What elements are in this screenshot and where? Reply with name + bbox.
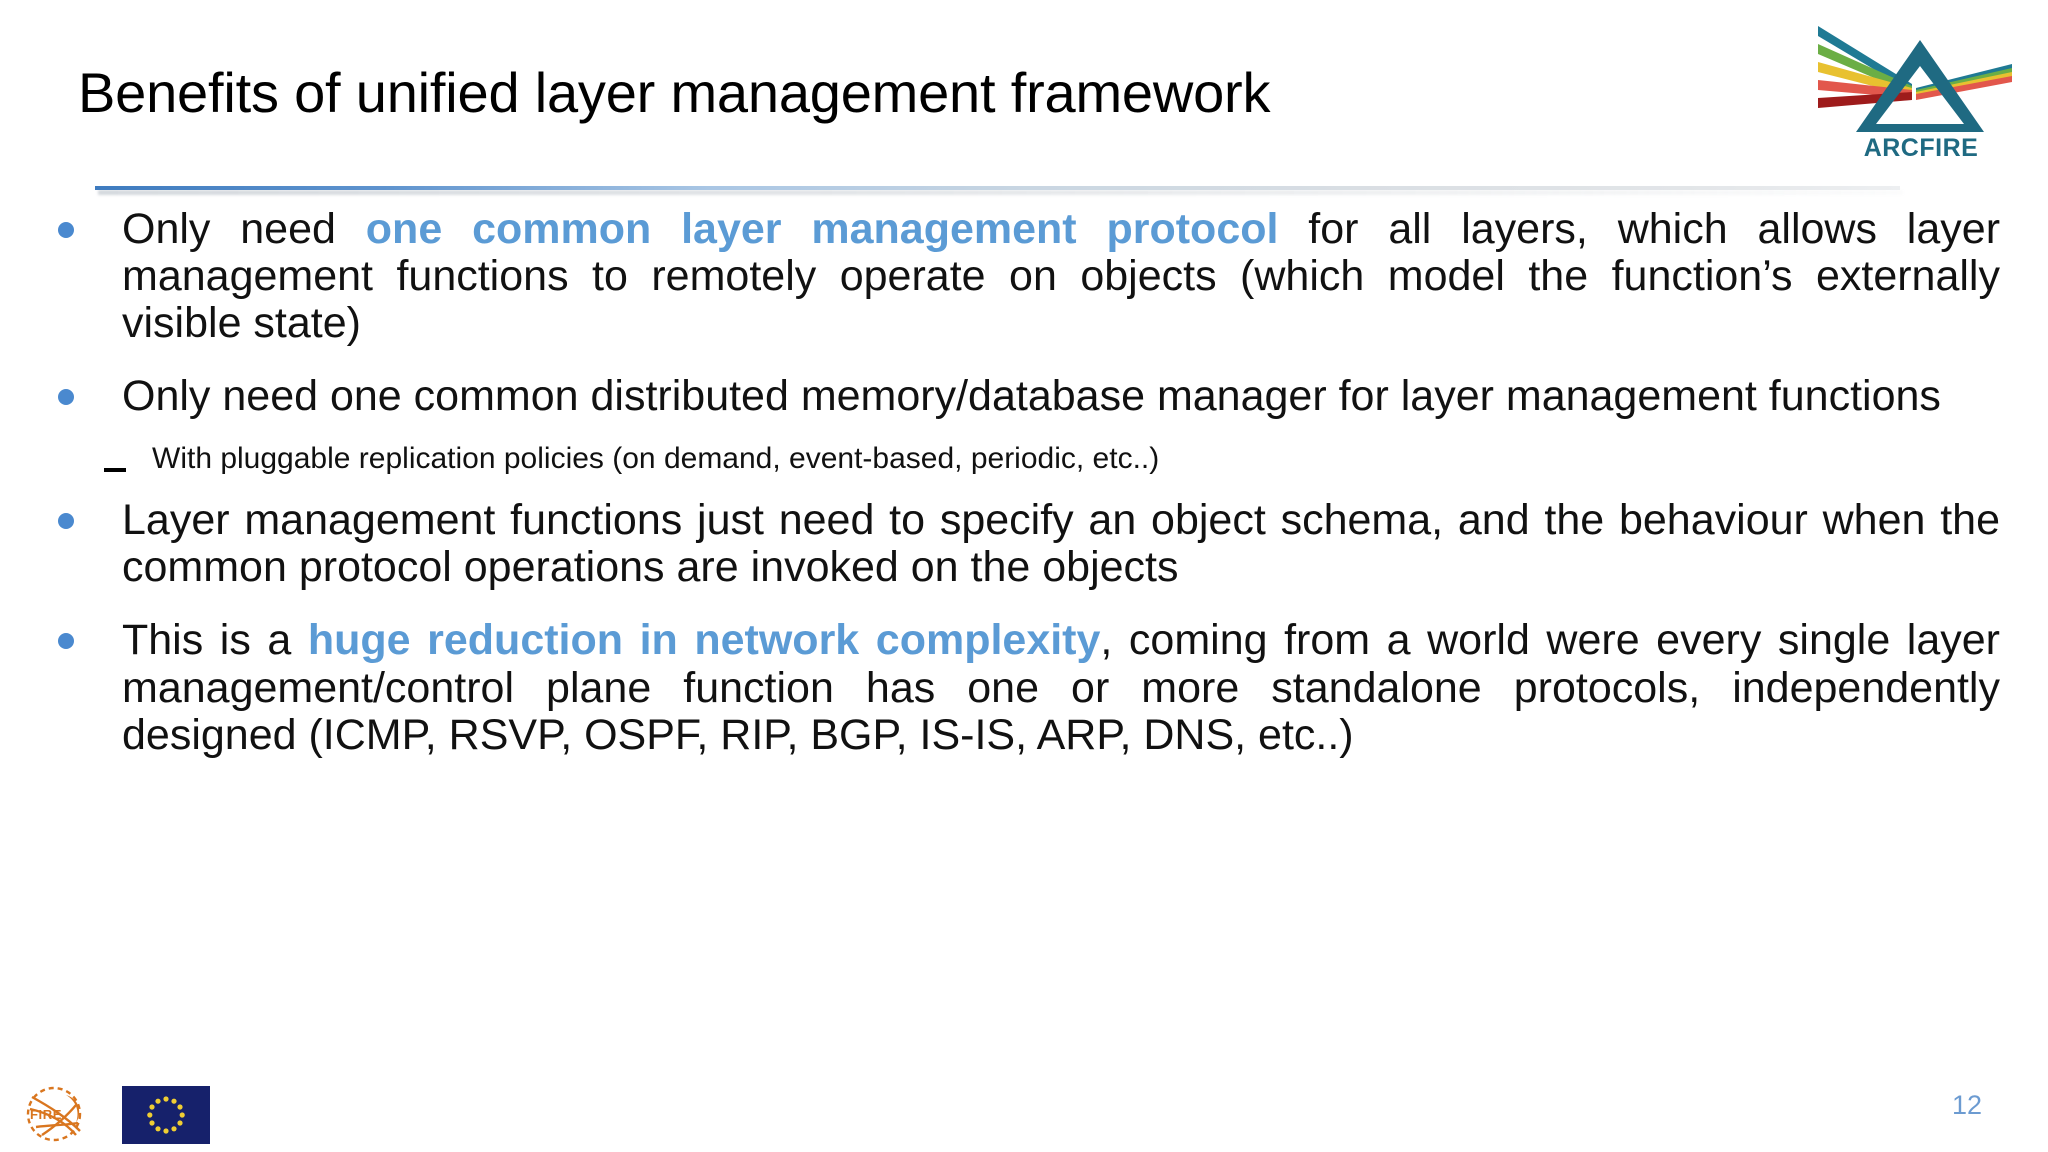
list-item: This is a huge reduction in network comp…: [0, 617, 2048, 758]
bullet-text: This is a huge reduction in network comp…: [122, 617, 2000, 758]
bullet-dash-icon: [104, 468, 126, 473]
bullet-highlight: one common layer management protocol: [365, 205, 1279, 253]
bullet-dot-icon: [58, 389, 74, 406]
bullet-segment: With pluggable replication policies (on …: [152, 442, 1160, 476]
bullet-dot-icon: [58, 633, 74, 650]
bullet-segment: , coming from a world were every single …: [122, 616, 2000, 759]
bullet-segment: Only need: [122, 205, 366, 253]
bullet-highlight: huge reduction in network complexity: [307, 616, 1101, 665]
bullet-dot-icon: [58, 222, 74, 238]
bullet-text: Only need one common layer management pr…: [122, 205, 2001, 348]
list-item: Only need one common layer management pr…: [0, 205, 2048, 348]
bullet-text: Layer management functions just need to …: [122, 497, 2000, 591]
slide-body: Only need one common layer management pr…: [0, 205, 2048, 785]
list-item: Only need one common distributed memory/…: [0, 373, 2048, 420]
page-number: 12: [1952, 1090, 1983, 1120]
fire-logo: FIRE: [20, 1083, 88, 1145]
bullet-segment: Only need one common distributed memory/…: [122, 372, 1941, 421]
eu-flag: [122, 1086, 210, 1144]
bullet-dot-icon: [58, 513, 74, 530]
bullet-segment: Layer management functions just need to …: [122, 496, 2000, 592]
bullet-text: Only need one common distributed memory/…: [122, 373, 2000, 420]
svg-text:ARCFIRE: ARCFIRE: [1864, 134, 1979, 162]
sub-bullet-text: With pluggable replication policies (on …: [152, 442, 1748, 475]
bullet-segment: for all layers, which allows layer manag…: [122, 205, 2001, 348]
title-divider: [95, 186, 1900, 190]
list-item: Layer management functions just need to …: [0, 497, 2048, 591]
svg-text:FIRE: FIRE: [30, 1107, 62, 1122]
sub-list-item: With pluggable replication policies (on …: [0, 442, 2048, 475]
arcfire-logo: ARCFIRE: [1816, 14, 2026, 164]
title-divider-shadow: [98, 190, 1903, 195]
page-title: Benefits of unified layer management fra…: [78, 61, 1271, 124]
bullet-segment: This is a: [122, 616, 308, 665]
